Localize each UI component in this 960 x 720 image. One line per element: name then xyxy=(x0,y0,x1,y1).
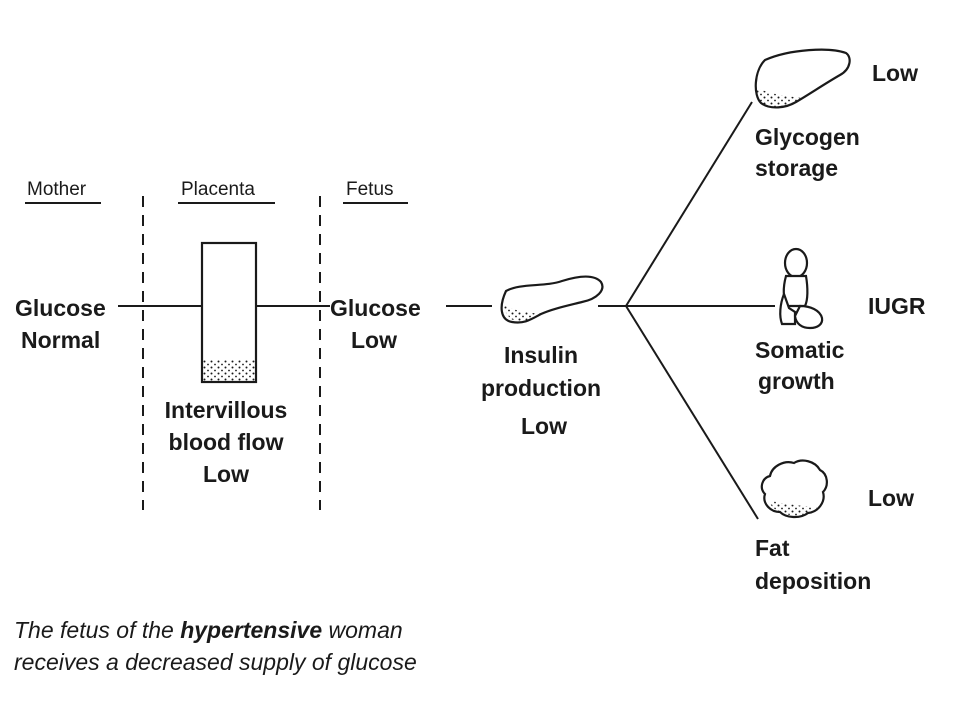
pancreas-label-3: Low xyxy=(521,413,567,439)
fat-tissue-icon xyxy=(760,459,828,519)
fat-label-2: deposition xyxy=(755,568,871,594)
header-placenta: Placenta xyxy=(181,179,255,200)
placenta-label-1: Intervillous xyxy=(165,397,288,423)
growth-status: IUGR xyxy=(868,293,926,319)
intervillous-flow-bar xyxy=(200,241,258,384)
pancreas-icon xyxy=(500,275,604,324)
growth-label-2: growth xyxy=(758,368,835,394)
fetus-figure-icon xyxy=(779,247,824,330)
fetus-glucose-label: Glucose xyxy=(330,295,421,321)
liver-icon xyxy=(754,48,851,109)
glycogen-status: Low xyxy=(872,60,918,86)
fat-label-1: Fat xyxy=(755,535,790,561)
caption-line-1: The fetus of the hypertensive woman xyxy=(14,617,403,643)
placenta-label-2: blood flow xyxy=(169,429,284,455)
glycogen-label-2: storage xyxy=(755,155,838,181)
growth-label-1: Somatic xyxy=(755,337,845,363)
mother-glucose-status: Normal xyxy=(21,327,100,353)
fat-status: Low xyxy=(868,485,914,511)
header-fetus: Fetus xyxy=(346,179,394,200)
header-mother: Mother xyxy=(27,179,87,200)
caption-line-2: receives a decreased supply of glucose xyxy=(14,649,417,675)
flow-level-fill xyxy=(203,360,255,381)
fetus-glucose-status: Low xyxy=(351,327,397,353)
branch-to-fat-line xyxy=(625,305,759,520)
mother-glucose-label: Glucose xyxy=(15,295,106,321)
glycogen-label-1: Glycogen xyxy=(755,124,860,150)
pancreas-label-2: production xyxy=(481,375,601,401)
column-headers: Mother Placenta Fetus xyxy=(25,179,408,204)
placenta-label-3: Low xyxy=(203,461,249,487)
pancreas-label-1: Insulin xyxy=(504,342,578,368)
branch-to-glycogen-line xyxy=(625,101,753,307)
